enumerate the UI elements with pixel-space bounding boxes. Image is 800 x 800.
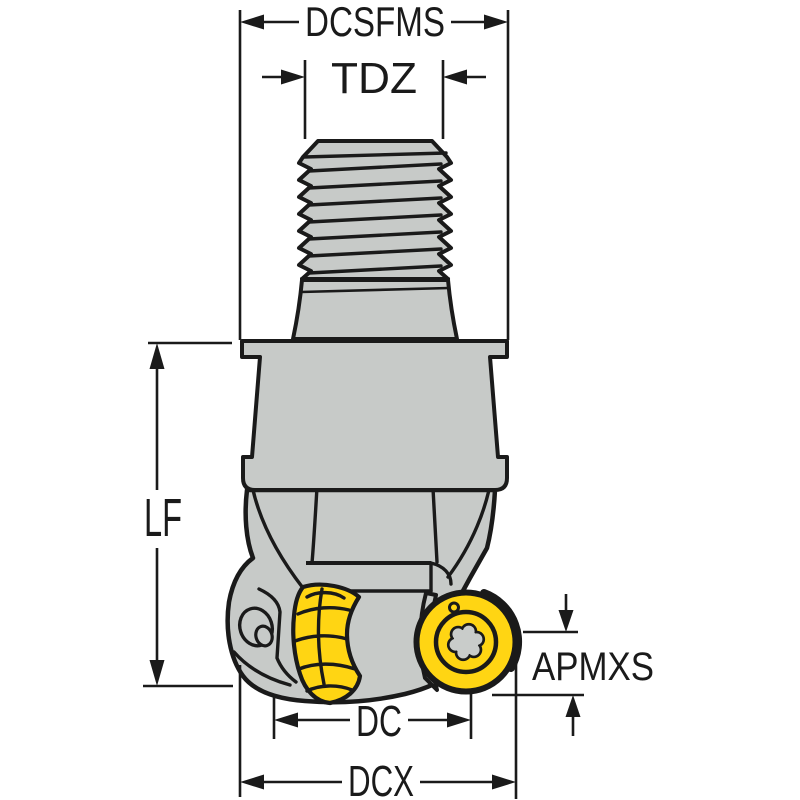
dimensions: DCSFMS TDZ LF DC bbox=[143, 0, 654, 800]
dcsfms-arrow-right bbox=[484, 14, 508, 30]
insert-side-outline bbox=[291, 582, 363, 706]
insert-side-seams bbox=[293, 587, 357, 693]
label-dcsfms: DCSFMS bbox=[305, 0, 445, 45]
head-facet-bottom bbox=[232, 650, 292, 687]
thread-lines bbox=[302, 151, 448, 275]
milling-cutter bbox=[225, 139, 523, 706]
shank-neck bbox=[291, 278, 459, 341]
thread-silhouette bbox=[297, 139, 453, 281]
flange-silhouette bbox=[240, 339, 509, 492]
lf-arrow-top bbox=[149, 343, 165, 369]
neck-runout-line bbox=[299, 286, 451, 294]
insert-index-dot bbox=[448, 601, 460, 614]
label-dc: DC bbox=[356, 697, 402, 746]
dc-extension-lines bbox=[272, 694, 473, 739]
apmxs-arrow-down bbox=[558, 610, 574, 632]
apmxs-arrow-stems bbox=[564, 594, 575, 736]
round-insert-front bbox=[413, 589, 523, 695]
dcx-extension-lines bbox=[238, 663, 518, 799]
dcx-arrow-left bbox=[240, 774, 264, 790]
head-facet-edge bbox=[257, 587, 298, 684]
torx-screw bbox=[446, 622, 486, 662]
round-insert-side bbox=[291, 582, 363, 706]
lf-extension-lines bbox=[143, 341, 233, 688]
dim-tdz: TDZ bbox=[262, 54, 486, 139]
dcsfms-extension-lines bbox=[238, 10, 510, 340]
dim-dc: DC bbox=[272, 694, 473, 746]
tdz-extension-lines bbox=[303, 60, 445, 139]
coupling-flange bbox=[240, 339, 509, 492]
dim-dcx: DCX bbox=[238, 663, 518, 800]
tdz-arrow-right bbox=[443, 69, 467, 85]
dcx-arrow-right bbox=[492, 774, 516, 790]
label-apmxs: APMXS bbox=[532, 645, 654, 689]
dim-dcsfms: DCSFMS bbox=[238, 0, 510, 340]
counterbore-inner bbox=[254, 624, 274, 648]
apmxs-arrow-up bbox=[565, 695, 581, 717]
dc-arrow-right bbox=[447, 712, 471, 728]
dim-apmxs: APMXS bbox=[492, 594, 654, 736]
threaded-shank bbox=[297, 139, 453, 283]
dcsfms-arrow-left bbox=[240, 14, 264, 30]
label-lf: LF bbox=[144, 488, 182, 548]
label-dcx: DCX bbox=[348, 757, 414, 800]
lf-arrow-bottom bbox=[149, 660, 165, 686]
tdz-arrow-left bbox=[281, 69, 305, 85]
dim-lf: LF bbox=[143, 341, 233, 688]
torx-face bbox=[449, 625, 483, 659]
pocket-corner bbox=[429, 561, 453, 593]
dc-arrow-left bbox=[274, 712, 298, 728]
label-tdz: TDZ bbox=[331, 54, 417, 103]
insert-inner-ring bbox=[433, 609, 499, 675]
